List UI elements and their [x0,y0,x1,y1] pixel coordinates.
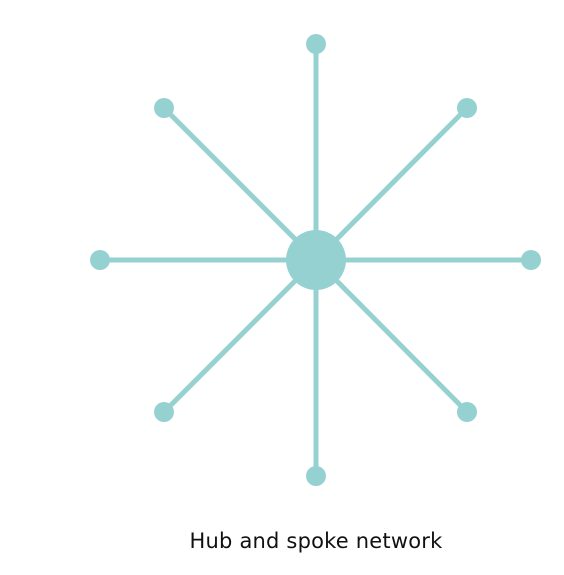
leaf-node-bottom [306,466,326,486]
leaf-node-bottom-left [154,402,174,422]
leaf-node-top-left [154,98,174,118]
spoke-line-bottom-right [313,257,470,415]
spoke-line-bottom-left [161,257,319,415]
leaf-node-top-right [457,98,477,118]
leaf-nodes-group [90,34,541,486]
leaf-node-left [90,250,110,270]
hub-node [286,230,346,290]
spokes-group [97,41,534,479]
leaf-node-bottom-right [457,402,477,422]
spoke-line-top-right [313,105,470,263]
diagram-caption: Hub and spoke network [189,529,443,553]
spoke-line-top-left [161,105,319,263]
leaf-node-top [306,34,326,54]
leaf-node-right [521,250,541,270]
